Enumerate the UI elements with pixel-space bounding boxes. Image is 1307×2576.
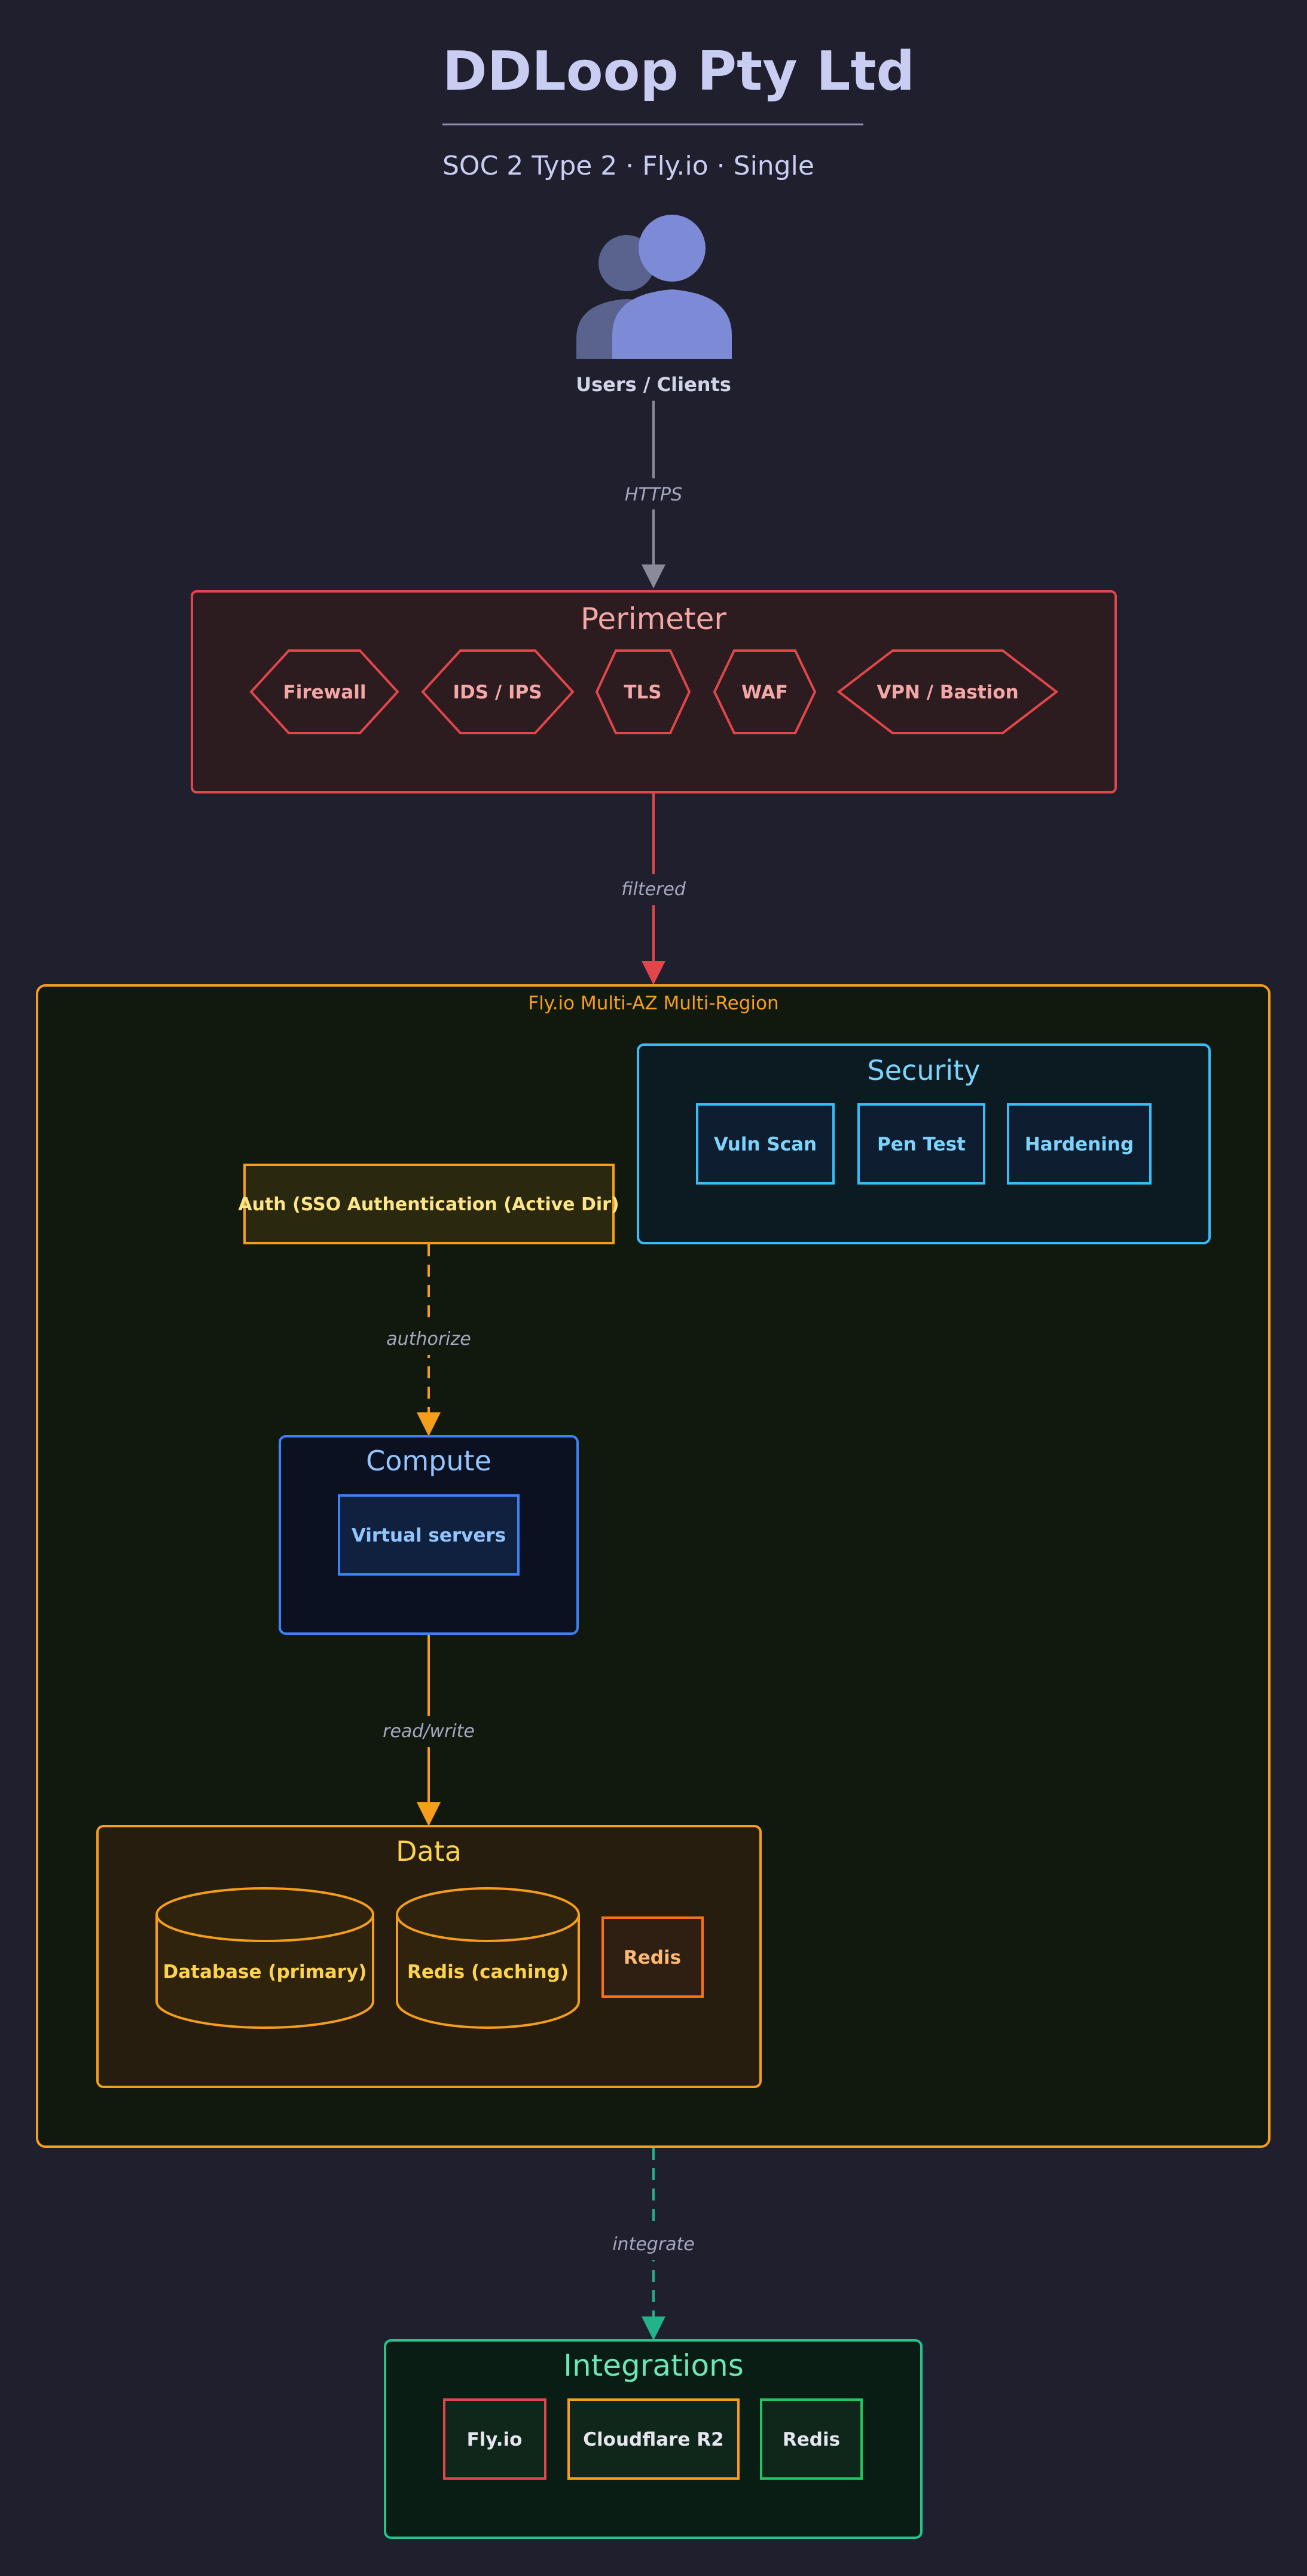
- authorize-label-bg: [386, 1324, 471, 1355]
- flyio-label: Fly.io: [467, 2429, 523, 2450]
- vpn-bastion-node: [836, 649, 1059, 734]
- ids-ips-node: [421, 649, 575, 734]
- database-primary-label: Database (primary): [163, 1961, 367, 1983]
- cloudflare-r2-node: [567, 2398, 740, 2480]
- auth-node: [243, 1164, 615, 1244]
- vpn-bastion-label: VPN / Bastion: [877, 682, 1018, 703]
- redis-caching-label: Redis (caching): [407, 1961, 569, 1983]
- filtered-label: filtered: [621, 879, 686, 900]
- flyio-node: [443, 2398, 546, 2480]
- cloudflare-r2-label: Cloudflare R2: [583, 2429, 723, 2450]
- data-title: Data: [396, 1835, 462, 1867]
- users-icon: [576, 215, 732, 359]
- page-subtitle: SOC 2 Type 2 · Fly.io · Single: [442, 151, 814, 181]
- integrate-label-bg: [611, 2229, 696, 2260]
- firewall-label: Firewall: [283, 682, 367, 703]
- perimeter-title: Perimeter: [581, 602, 726, 636]
- redis-caching-node: [396, 1887, 580, 2029]
- tls-node: [595, 649, 691, 734]
- vuln-scan-node: [696, 1103, 835, 1185]
- filtered-label-bg: [619, 874, 688, 905]
- read-write-label: read/write: [383, 1721, 475, 1742]
- redis-label: Redis: [624, 1947, 681, 1968]
- auth-label: Auth (SSO Authentication (Active Dir): [238, 1194, 619, 1215]
- page-title: DDLoop Pty Ltd: [442, 40, 915, 103]
- hardening-node: [1007, 1103, 1152, 1185]
- users-label: Users / Clients: [576, 373, 731, 396]
- hardening-label: Hardening: [1025, 1134, 1134, 1155]
- pen-test-node: [857, 1103, 985, 1185]
- integrations-title: Integrations: [563, 2348, 744, 2383]
- tls-label: TLS: [624, 682, 661, 703]
- perimeter-group: Perimeter Firewall IDS / IPS TLS WAF VPN…: [191, 590, 1117, 793]
- https-label-bg: [622, 478, 685, 509]
- waf-node: [713, 649, 817, 734]
- pen-test-label: Pen Test: [877, 1134, 966, 1155]
- virtual-servers-node: [338, 1494, 520, 1576]
- security-title: Security: [868, 1054, 981, 1086]
- database-primary-node: [155, 1887, 374, 2029]
- vuln-scan-label: Vuln Scan: [714, 1134, 817, 1155]
- security-group: Security Vuln Scan Pen Test Hardening: [637, 1043, 1211, 1244]
- compute-title: Compute: [366, 1445, 491, 1477]
- integrations-group: Integrations Fly.io Cloudflare R2 Redis: [384, 2339, 923, 2539]
- integrations-redis-node: [760, 2398, 863, 2480]
- data-group: Data Database (primary) Redis (caching) …: [96, 1825, 762, 2088]
- https-label: HTTPS: [625, 484, 682, 505]
- waf-label: WAF: [741, 682, 788, 703]
- compute-group: Compute Virtual servers: [279, 1435, 579, 1635]
- redis-node: [601, 1916, 704, 1998]
- region-label: Fly.io Multi-AZ Multi-Region: [528, 993, 778, 1014]
- integrate-label: integrate: [612, 2234, 695, 2255]
- virtual-servers-label: Virtual servers: [352, 1525, 506, 1546]
- integrations-redis-label: Redis: [783, 2429, 840, 2450]
- read-write-label-bg: [383, 1716, 475, 1747]
- ids-ips-label: IDS / IPS: [453, 682, 542, 703]
- authorize-label: authorize: [386, 1329, 471, 1350]
- firewall-node: [249, 649, 399, 734]
